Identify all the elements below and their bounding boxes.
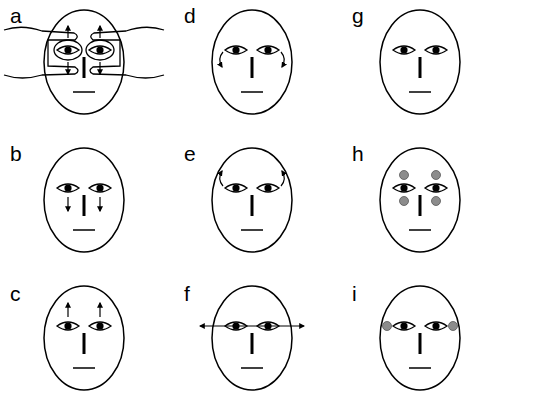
panel-letter: c <box>10 282 21 306</box>
panel-letter: d <box>184 4 196 28</box>
panel-letter: a <box>10 4 22 28</box>
face-f <box>200 286 304 390</box>
face-h <box>380 148 460 252</box>
panel-letter: h <box>352 142 364 166</box>
panel-letter: e <box>184 142 196 166</box>
face-b <box>44 148 124 252</box>
face-g <box>380 10 460 114</box>
panel-letter: g <box>352 4 364 28</box>
panel-letter: i <box>352 282 357 306</box>
face-d <box>212 10 292 114</box>
face-i <box>380 286 460 390</box>
face-e <box>212 148 292 252</box>
face-c <box>44 286 124 390</box>
panel-letter: b <box>10 142 22 166</box>
panel-letter: f <box>184 282 190 306</box>
face-a <box>4 10 164 114</box>
